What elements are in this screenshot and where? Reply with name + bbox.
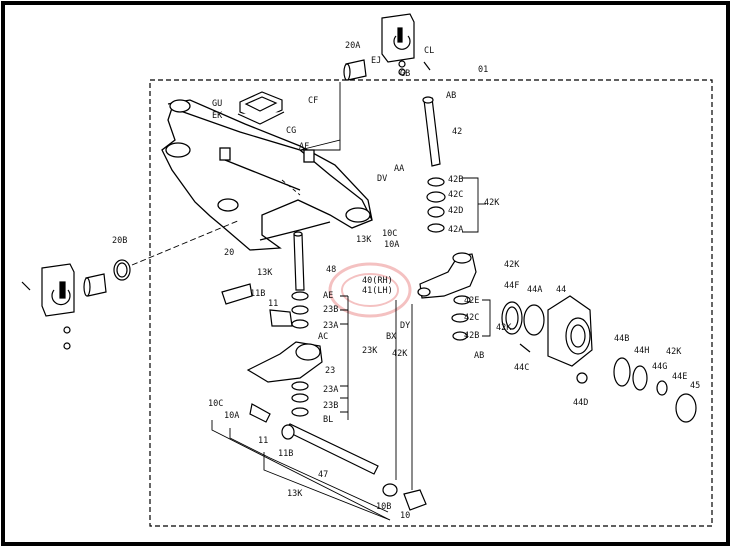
callout-10b: 10B xyxy=(376,502,391,512)
callout-45: 45 xyxy=(690,381,700,391)
callout-cl: CL xyxy=(424,46,434,56)
callout-42k: 42K xyxy=(392,349,408,359)
hub-44 xyxy=(501,295,697,423)
callout-42b: 42B xyxy=(464,331,479,341)
cover-plate xyxy=(237,91,285,125)
watermark xyxy=(328,262,412,318)
callout-42e: 42E xyxy=(464,296,479,306)
callout-20a: 20A xyxy=(345,41,360,51)
callout-af: AF xyxy=(299,142,309,152)
callout-cg: CG xyxy=(286,126,296,136)
callout-44e: 44E xyxy=(672,372,687,382)
callout-48: 48 xyxy=(326,265,336,275)
callout-23b: 23B xyxy=(323,401,338,411)
knuckle-40 xyxy=(417,252,477,341)
callout-44b: 44B xyxy=(614,334,629,344)
left-mount xyxy=(21,259,131,350)
callout-23b: 23B xyxy=(323,305,338,315)
callout-42k: 42K xyxy=(496,323,512,333)
callout-ab: AB xyxy=(446,91,456,101)
callout-44d: 44D xyxy=(573,398,588,408)
callout-10c: 10C xyxy=(382,229,397,239)
callout-44: 44 xyxy=(556,285,566,295)
callout-47: 47 xyxy=(318,470,328,480)
callout-40rh: 40(RH) xyxy=(362,276,393,286)
callout-42: 42 xyxy=(452,127,462,137)
callout-10: 10 xyxy=(400,511,410,521)
callout-42b: 42B xyxy=(448,175,463,185)
strut-42 xyxy=(422,96,446,233)
callout-ae: AE xyxy=(323,291,333,301)
callout-41lh: 41(LH) xyxy=(362,286,393,296)
callout-bl: BL xyxy=(323,415,333,425)
callout-42k: 42K xyxy=(666,347,682,357)
callout-cf: CF xyxy=(308,96,318,106)
lower-arm-parts xyxy=(221,231,427,511)
callout-11b: 11B xyxy=(278,449,293,459)
callout-42a: 42A xyxy=(448,225,463,235)
callout-13k: 13K xyxy=(356,235,372,245)
callout-44f: 44F xyxy=(504,281,519,291)
callout-20: 20 xyxy=(224,248,234,258)
callout-44a: 44A xyxy=(527,285,542,295)
callout-ac: AC xyxy=(318,332,328,342)
callout-dv: DV xyxy=(377,174,387,184)
callout-10a: 10A xyxy=(384,240,399,250)
callout-gb: GB xyxy=(400,69,410,79)
crossmember-20 xyxy=(161,99,373,251)
leader-lines xyxy=(131,82,341,266)
callout-10a: 10A xyxy=(224,411,239,421)
callout-ek: EK xyxy=(212,111,223,121)
callout-42k: 42K xyxy=(484,198,500,208)
callout-01: 01 xyxy=(478,65,488,75)
callout-11: 11 xyxy=(268,299,278,309)
bracket-lines xyxy=(211,177,491,521)
callout-20b: 20B xyxy=(112,236,127,246)
callout-ab: AB xyxy=(474,351,484,361)
upper-mount xyxy=(343,13,431,81)
callout-23: 23 xyxy=(325,366,335,376)
callout-bx: BX xyxy=(386,332,397,342)
callout-44g: 44G xyxy=(652,362,667,372)
callout-42k: 42K xyxy=(504,260,520,270)
callout-23k: 23K xyxy=(362,346,378,356)
callout-44h: 44H xyxy=(634,346,649,356)
callout-13k: 13K xyxy=(257,268,273,278)
callout-44c: 44C xyxy=(514,363,529,373)
callout-gu: GU xyxy=(212,99,222,109)
callout-13k: 13K xyxy=(287,489,303,499)
callout-42c: 42C xyxy=(448,190,463,200)
callout-aa: AA xyxy=(394,164,404,174)
callout-23a: 23A xyxy=(323,385,338,395)
callout-ej: EJ xyxy=(371,56,381,66)
callout-11b: 11B xyxy=(250,289,265,299)
callout-dy: DY xyxy=(400,321,410,331)
callout-23a: 23A xyxy=(323,321,338,331)
callout-42c: 42C xyxy=(464,313,479,323)
callout-10c: 10C xyxy=(208,399,223,409)
assembly-boundary xyxy=(149,79,713,527)
callout-42d: 42D xyxy=(448,206,463,216)
callout-11: 11 xyxy=(258,436,268,446)
